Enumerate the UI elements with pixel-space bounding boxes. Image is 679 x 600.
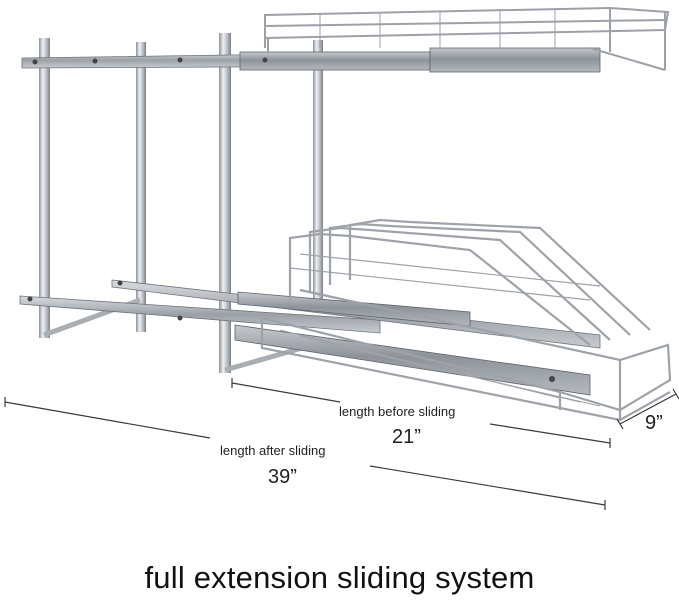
top-rail bbox=[21, 47, 601, 73]
depth-value: 9” bbox=[645, 412, 663, 434]
length-before-label: length before sliding bbox=[339, 404, 456, 419]
length-after-label: length after sliding bbox=[220, 443, 326, 458]
length-after-value: 39” bbox=[268, 466, 297, 488]
lower-basket bbox=[260, 218, 672, 422]
length-before-value: 21” bbox=[392, 426, 421, 448]
top-basket bbox=[264, 6, 670, 71]
caption: full extension sliding system bbox=[144, 560, 535, 595]
dimension-lines bbox=[4, 378, 679, 510]
